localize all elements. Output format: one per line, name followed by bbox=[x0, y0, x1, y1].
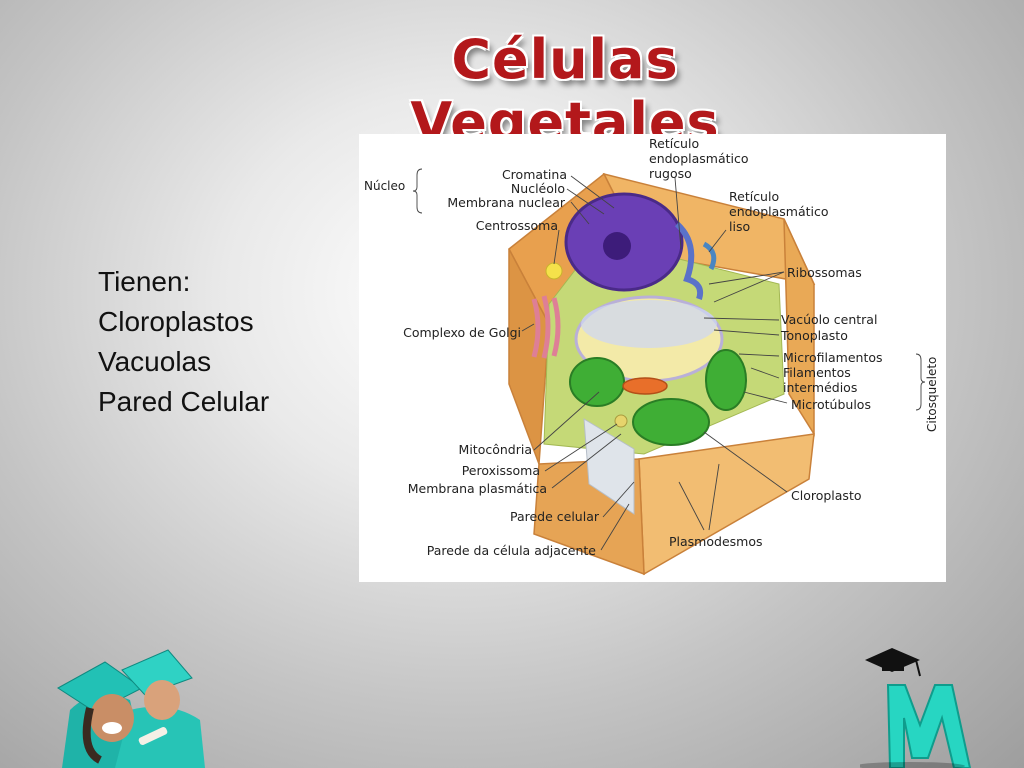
label-membrana-plasmatica: Membrana plasmática bbox=[408, 481, 547, 496]
bullet-list: Tienen: Cloroplastos Vacuolas Pared Celu… bbox=[98, 262, 269, 422]
label-microfilamentos: Microfilamentos bbox=[783, 350, 883, 365]
label-reticulo-rugoso: endoplasmático bbox=[649, 151, 749, 166]
leader-lines bbox=[412, 168, 926, 551]
label-reticulo-liso: endoplasmático bbox=[729, 204, 829, 219]
adjacent-wall bbox=[583, 418, 635, 515]
label-reticulo-liso: Retículo bbox=[729, 189, 779, 204]
label-parede-adjacente: Parede da célula adjacente bbox=[427, 543, 597, 558]
cell-wall bbox=[638, 433, 815, 576]
label-tonoplasto: Tonoplasto bbox=[780, 328, 848, 343]
golgi bbox=[531, 295, 561, 359]
label-plasmodesmos: Plasmodesmos bbox=[669, 534, 762, 549]
chloroplast bbox=[705, 349, 747, 411]
bullet-item: Cloroplastos bbox=[98, 306, 254, 337]
bullet-item: Tienen: bbox=[98, 266, 191, 297]
mitochondrion bbox=[622, 377, 668, 395]
peroxisome bbox=[614, 414, 628, 428]
bullet-item: Vacuolas bbox=[98, 346, 212, 377]
label-filamentos-intermedios: intermédios bbox=[783, 380, 857, 395]
label-microtubulos: Microtúbulos bbox=[791, 397, 871, 412]
graduate-photo bbox=[57, 649, 205, 768]
rough-er bbox=[674, 221, 704, 300]
label-filamentos-intermedios: Filamentos bbox=[783, 365, 851, 380]
chloroplast bbox=[632, 398, 710, 446]
label-vacuolo-central: Vacúolo central bbox=[781, 312, 877, 327]
label-nucleolo: Nucléolo bbox=[511, 181, 565, 196]
label-ribossomas: Ribossomas bbox=[787, 265, 862, 280]
label-mitocondria: Mitocôndria bbox=[459, 442, 532, 457]
label-centrossoma: Centrossoma bbox=[476, 218, 558, 233]
label-reticulo-liso: liso bbox=[729, 219, 750, 234]
label-membrana-nuclear: Membrana nuclear bbox=[447, 195, 565, 210]
centrosome bbox=[545, 262, 563, 280]
label-citosqueleto: Citosqueleto bbox=[925, 357, 939, 432]
smooth-er bbox=[702, 241, 717, 271]
diagram-labels: Núcleo Cromatina Nucléolo Membrana nucle… bbox=[364, 136, 939, 558]
cell-illustration bbox=[508, 172, 816, 576]
nucleolus bbox=[603, 232, 631, 260]
label-peroxissoma: Peroxissoma bbox=[462, 463, 540, 478]
plant-cell-diagram: Núcleo Cromatina Nucléolo Membrana nucle… bbox=[359, 134, 946, 582]
cell-wall bbox=[783, 218, 815, 437]
label-reticulo-rugoso: Retículo bbox=[649, 136, 699, 151]
label-nucleo: Núcleo bbox=[364, 179, 405, 193]
bullet-item: Pared Celular bbox=[98, 386, 270, 417]
logo-icon bbox=[860, 648, 972, 768]
label-complexo-golgi: Complexo de Golgi bbox=[403, 325, 521, 340]
label-cloroplasto: Cloroplasto bbox=[791, 488, 862, 503]
chloroplast bbox=[569, 357, 625, 407]
label-reticulo-rugoso: rugoso bbox=[649, 166, 692, 181]
tonoplast bbox=[581, 300, 717, 348]
label-cromatina: Cromatina bbox=[502, 167, 567, 182]
label-parede-celular: Parede celular bbox=[510, 509, 600, 524]
